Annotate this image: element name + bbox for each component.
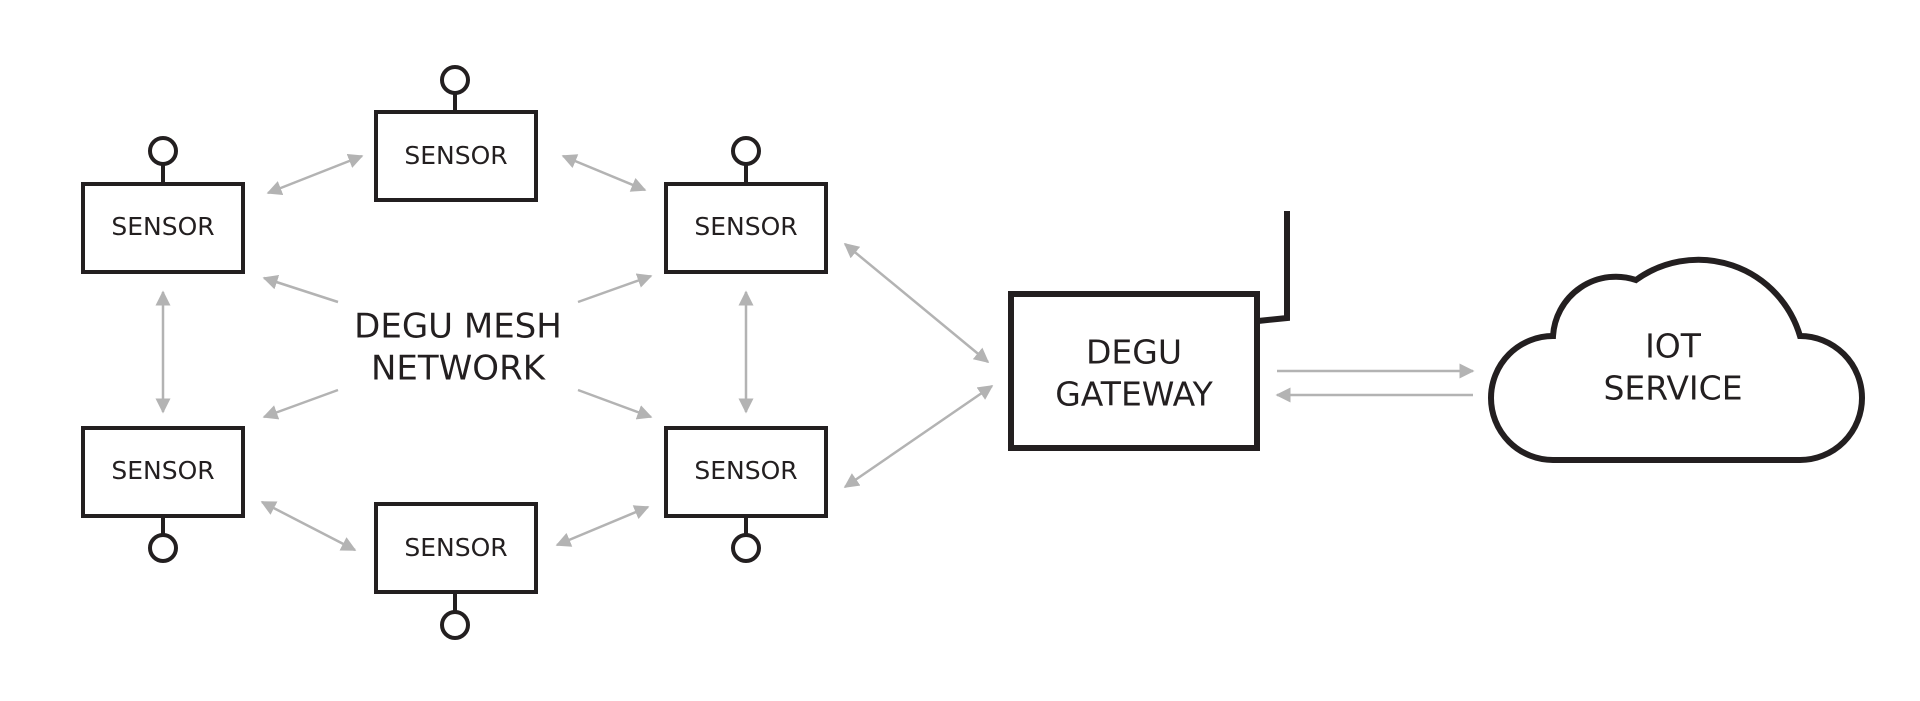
sensor-label: SENSOR bbox=[404, 533, 507, 562]
circle-on-stem-icon bbox=[440, 65, 470, 95]
connector-sensor-br-to-gateway bbox=[843, 384, 994, 489]
cloud-icon bbox=[1488, 256, 1865, 463]
connector-mesh-to-sensor-tl bbox=[262, 275, 339, 304]
sensor-label: SENSOR bbox=[111, 456, 214, 485]
circle-on-stem-icon bbox=[731, 136, 761, 166]
circle-on-stem-icon bbox=[731, 533, 761, 563]
gateway-label-line1: DEGU bbox=[1086, 333, 1182, 372]
connector-sensor-tr-to-gateway bbox=[843, 243, 990, 363]
mesh-network-label: DEGU MESH NETWORK bbox=[354, 307, 562, 389]
sensor-top-left: SENSOR bbox=[81, 136, 245, 274]
sensor-label: SENSOR bbox=[111, 212, 214, 241]
sensor-label: SENSOR bbox=[694, 456, 797, 485]
connector-sensor-bottom-to-br bbox=[555, 505, 650, 547]
sensor-top-center: SENSOR bbox=[374, 65, 538, 202]
gateway-label-line2: GATEWAY bbox=[1055, 375, 1213, 414]
antenna-icon bbox=[1257, 211, 1290, 324]
sensor-bottom-center: SENSOR bbox=[374, 502, 538, 640]
cloud-label-line2: SERVICE bbox=[1603, 369, 1742, 408]
circle-on-stem-icon bbox=[440, 610, 470, 640]
circle-on-stem-icon bbox=[148, 533, 178, 563]
cloud-label-line1: IOT bbox=[1645, 327, 1702, 366]
mesh-connections bbox=[155, 153, 1475, 552]
connector-mesh-to-sensor-tr bbox=[577, 273, 653, 304]
gateway-box bbox=[1008, 291, 1260, 451]
mesh-label-line2: NETWORK bbox=[371, 349, 547, 389]
connector-sensor-bl-to-bottom bbox=[260, 500, 357, 552]
sensor-top-right: SENSOR bbox=[664, 136, 828, 274]
sensor-box bbox=[374, 110, 538, 202]
connector-sensor-top-to-tr bbox=[561, 154, 647, 192]
sensor-bottom-left: SENSOR bbox=[81, 426, 245, 563]
mesh-label-line1: DEGU MESH bbox=[354, 307, 562, 347]
degu-gateway: DEGU GATEWAY bbox=[1008, 211, 1290, 451]
iot-service-cloud: IOT SERVICE bbox=[1488, 256, 1865, 463]
sensor-box bbox=[81, 182, 245, 274]
sensor-label: SENSOR bbox=[694, 212, 797, 241]
connector-mesh-to-sensor-bl bbox=[262, 388, 339, 420]
sensor-box bbox=[664, 182, 828, 274]
sensor-box bbox=[81, 426, 245, 518]
sensor-bottom-right: SENSOR bbox=[664, 426, 828, 563]
sensor-label: SENSOR bbox=[404, 141, 507, 170]
connector-mesh-to-sensor-br bbox=[577, 388, 653, 420]
connector-sensor-tl-to-top bbox=[266, 153, 364, 196]
circle-on-stem-icon bbox=[148, 136, 178, 166]
sensor-box bbox=[374, 502, 538, 594]
